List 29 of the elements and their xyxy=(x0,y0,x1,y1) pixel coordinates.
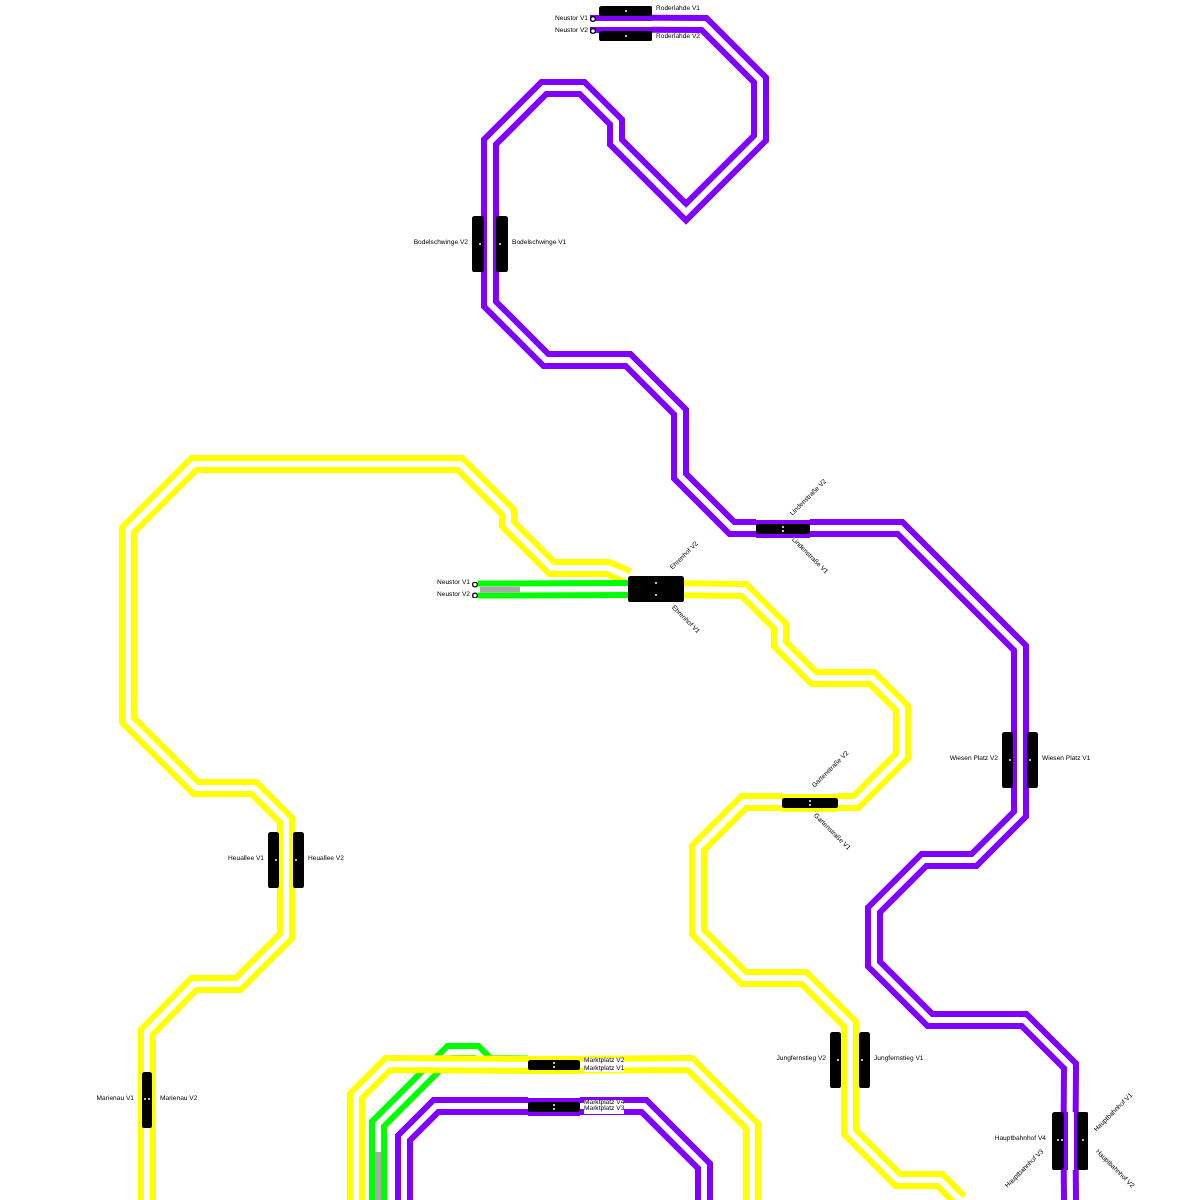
metro-line xyxy=(395,1097,528,1200)
metro-line xyxy=(810,519,1029,732)
terminus-marker xyxy=(472,581,478,598)
metro-line xyxy=(138,1128,156,1200)
metro-line xyxy=(580,1097,713,1200)
metro-line xyxy=(579,1054,761,1200)
metro-line xyxy=(689,793,859,1033)
station-marker xyxy=(1051,1112,1088,1170)
station-marker xyxy=(782,793,838,811)
station-marker xyxy=(268,832,304,888)
station-marker xyxy=(472,216,508,272)
metro-line xyxy=(1060,1169,1079,1200)
metro-line xyxy=(683,580,911,811)
metro-line xyxy=(481,14,769,225)
station-marker xyxy=(589,6,652,41)
station-marker xyxy=(628,576,684,602)
metro-line xyxy=(347,1054,529,1200)
station-marker xyxy=(756,519,810,537)
metro-line xyxy=(138,888,295,1072)
metro-line xyxy=(119,455,632,832)
station-marker xyxy=(1002,732,1038,788)
station-marker xyxy=(830,1032,870,1088)
metro-line xyxy=(865,788,1080,1113)
station-marker xyxy=(528,1056,580,1074)
metro-line xyxy=(481,272,756,537)
station-marker xyxy=(138,1072,156,1128)
station-marker xyxy=(528,1097,580,1115)
metro-line xyxy=(477,580,629,599)
metro-line xyxy=(841,1088,967,1200)
